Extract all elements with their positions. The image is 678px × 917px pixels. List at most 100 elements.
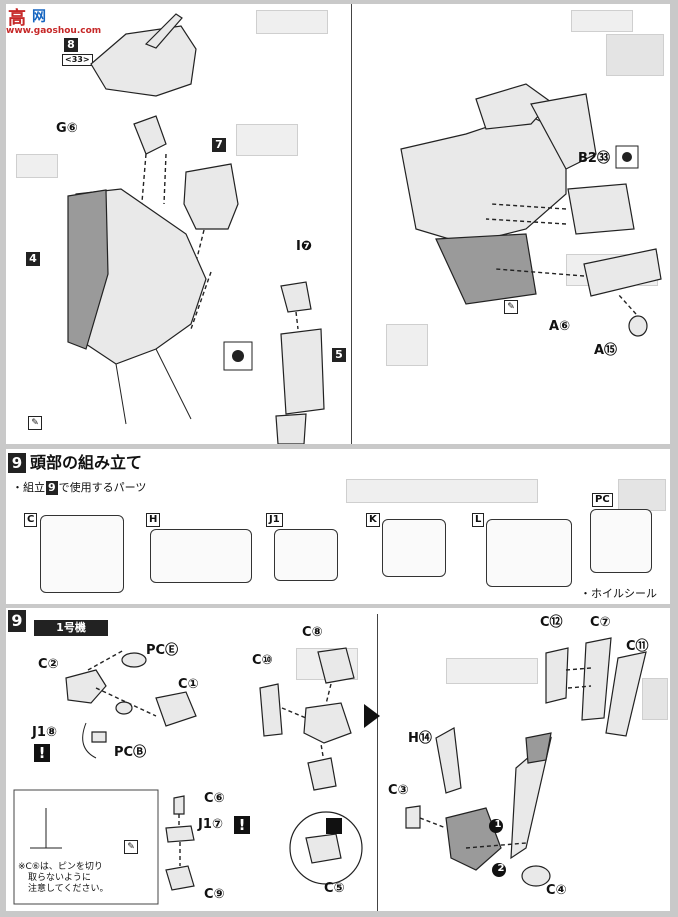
label-c9: C⑨ [204, 887, 225, 902]
head-core-part [445, 807, 502, 871]
ghost-block [571, 10, 633, 32]
cut-tool-icon: ✎ [504, 300, 518, 314]
c4-part [521, 865, 551, 887]
label-c1: C① [178, 677, 199, 692]
c6-note: ※C⑥は、ピンを切り 取らないように 注意してください。 [18, 862, 108, 895]
ghost-block [446, 658, 538, 684]
a15-part [628, 315, 648, 337]
top-panel: 高 网 www.gaoshou.com 8 <33> [6, 4, 670, 444]
part-tag-j1: J1 [266, 513, 283, 527]
step-9-number: 9 [8, 610, 26, 632]
warning-icon: ! [34, 744, 50, 762]
watermark-logo: 高 网 www.gaoshou.com [6, 4, 101, 38]
label-h14: H⑭ [408, 731, 432, 746]
label-c11: C⑪ [626, 639, 649, 654]
label-c2: C② [38, 657, 59, 672]
watermark-url: www.gaoshou.com [6, 26, 102, 36]
sprue-pc [590, 509, 652, 573]
arrow-right-icon [364, 704, 380, 728]
ghost-block [236, 124, 298, 156]
c8-part [317, 647, 355, 684]
head-lower-part [307, 757, 337, 791]
subtitle-num: 9 [46, 481, 58, 495]
ghost-block [386, 324, 428, 366]
section-9-number: 9 [8, 453, 26, 473]
right-pauldron-part [530, 93, 597, 170]
ghost-block [346, 479, 538, 503]
part-tag-k: K [366, 513, 380, 527]
right-torso-part [400, 113, 567, 245]
label-a6: A⑥ [549, 319, 571, 334]
tab-7: 7 [212, 138, 226, 152]
flip-icon [326, 818, 342, 834]
c5-part [305, 833, 342, 864]
back-plate-part [67, 189, 109, 350]
callout-1: 1 [494, 819, 502, 830]
sprue-j1 [274, 529, 338, 581]
shoulder-part [183, 163, 239, 230]
note-line-3: 注意してください。 [28, 884, 109, 894]
step9-illustration [13, 637, 647, 905]
part-tag-c: C [24, 513, 38, 527]
step-sub-label: <33> [62, 54, 93, 66]
c9-part [165, 865, 195, 891]
c6b-part [165, 825, 195, 843]
sprue-h [150, 529, 252, 583]
label-c4: C④ [546, 883, 567, 898]
head-assembly-part [303, 702, 352, 744]
unit-label: 1号機 [34, 620, 108, 636]
seal-note: ・ホイルシール [580, 587, 657, 600]
c2-part [65, 669, 107, 704]
sticker-part [525, 732, 552, 764]
label-c3: C③ [388, 783, 409, 798]
leg-part [280, 328, 325, 415]
note-line-1: ※C⑥は、ピンを切り [18, 862, 103, 872]
hand-part [275, 413, 307, 444]
watermark-cn: 高 [8, 8, 26, 29]
ghost-block [256, 10, 328, 34]
note-line-2: 取らないように [28, 873, 91, 883]
g6-part [133, 115, 167, 155]
label-c8: C⑧ [302, 625, 323, 640]
c1-part [155, 691, 197, 727]
c12-part [545, 647, 569, 704]
label-j18: J1⑧ [32, 725, 57, 740]
head-shield-part [90, 25, 197, 97]
label-pcb: PCⒷ [114, 745, 147, 760]
c6-part [173, 795, 185, 815]
j18-part [91, 731, 107, 743]
subtitle-post: で使用するパーツ [58, 481, 147, 494]
h14-part [435, 727, 462, 794]
label-pce: PCⒺ [146, 643, 179, 658]
part-tag-l: L [472, 513, 485, 527]
label-c5: C⑤ [324, 881, 345, 896]
vertical-divider [351, 4, 352, 444]
i7-part [280, 281, 312, 313]
label-a15: A⑮ [594, 343, 618, 358]
subtitle-pre: ・組立 [12, 481, 45, 494]
sprue-l [486, 519, 572, 587]
cut-tool-icon: ✎ [124, 840, 138, 854]
part-tag-pc: PC [592, 493, 613, 507]
ghost-block [618, 479, 666, 511]
cut-tool-icon: ✎ [28, 416, 42, 430]
tab-5: 5 [332, 348, 346, 362]
polycap-mark [232, 350, 244, 362]
ghost-block [642, 678, 668, 720]
ghost-block [606, 34, 664, 76]
top-illustration [67, 13, 662, 444]
part-tag-h: H [146, 513, 161, 527]
label-c7: C⑦ [590, 615, 611, 630]
c10-part [259, 683, 283, 737]
b2-part [567, 183, 635, 235]
step9-panel: 9 1号機 [6, 608, 670, 911]
callout-2: 2 [497, 863, 505, 874]
label-i7: I❼ [296, 239, 312, 254]
pce-part [121, 652, 147, 668]
c3-part [405, 805, 421, 829]
tab-4: 4 [26, 252, 40, 266]
sprue-c [40, 515, 124, 593]
right-waist-part [435, 233, 537, 305]
